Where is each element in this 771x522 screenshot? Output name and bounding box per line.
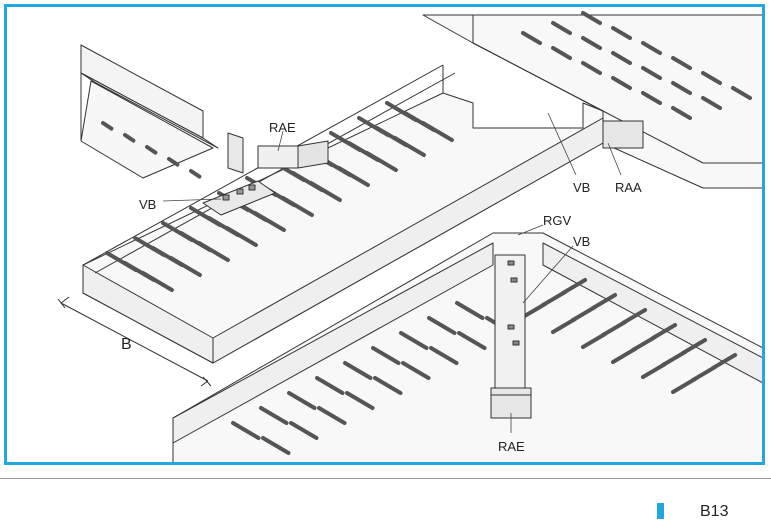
tray-slot <box>399 331 429 350</box>
tray-slot <box>701 96 722 110</box>
tray-slot <box>641 66 662 80</box>
tray-slot <box>581 11 602 25</box>
label-vb-left: VB <box>139 197 157 212</box>
tray-slot <box>641 91 662 105</box>
tray-slot <box>671 377 698 394</box>
page-marker <box>657 503 664 519</box>
rgv-vertical-plate <box>494 254 526 389</box>
tray-slot <box>287 391 317 410</box>
tray-slot <box>611 347 638 364</box>
leader-vb-mid <box>547 112 577 176</box>
tray-slot <box>731 86 752 100</box>
tray-slot <box>521 31 542 45</box>
tray-slot <box>671 106 692 120</box>
tray-slot <box>671 81 692 95</box>
page-number: B13 <box>700 503 729 520</box>
tray-slot <box>551 21 572 35</box>
label-rgv: RGV <box>543 213 572 228</box>
tray-slot <box>701 71 722 85</box>
tray-slot <box>189 169 202 179</box>
tray-slot <box>123 133 136 143</box>
footer-rule <box>0 478 771 479</box>
cable-tray-drawing <box>57 11 762 462</box>
tray-slot <box>315 376 345 395</box>
tray-slot <box>551 317 578 334</box>
tray-slot <box>343 361 373 380</box>
tray-slot <box>289 421 319 440</box>
tray-slot <box>371 346 401 365</box>
label-vb-mid: VB <box>573 180 591 195</box>
tray-slot <box>521 302 548 319</box>
upper-right-tee <box>422 11 762 189</box>
main-tray-upper <box>82 64 604 364</box>
tray-slot <box>671 56 692 70</box>
diagram-frame: RAE VB VB RAA RGV VB RAE B <box>4 4 765 465</box>
tray-slot <box>611 51 632 65</box>
tray-slot <box>455 301 485 320</box>
tray-slot <box>641 41 662 55</box>
tray-slot <box>345 391 375 410</box>
tray-slot <box>581 61 602 75</box>
tray-slot <box>145 145 158 155</box>
label-vb-low: VB <box>573 234 591 249</box>
leader-vb-left <box>162 198 222 202</box>
tray-slot <box>357 116 390 137</box>
tray-slot <box>429 346 459 365</box>
tray-slot <box>581 332 608 349</box>
tray-slot <box>101 121 114 131</box>
tray-slot <box>329 131 362 152</box>
tray-slot <box>581 36 602 50</box>
tray-slot <box>231 421 261 440</box>
rae-joint-plate-lower <box>490 387 532 419</box>
label-width-b: B <box>121 336 132 353</box>
tray-slot <box>105 251 138 272</box>
tray-slot <box>317 406 347 425</box>
tray-slot <box>161 221 194 242</box>
vb-plate-left <box>202 180 276 216</box>
rae-joint-plate-upper <box>227 132 329 174</box>
tray-slot <box>457 331 487 350</box>
leader-rgv <box>517 224 544 236</box>
tray-slot <box>189 206 222 227</box>
tray-slot <box>641 362 668 379</box>
tray-slot <box>611 76 632 90</box>
tray-slot <box>427 316 457 335</box>
tray-slot <box>551 46 572 60</box>
label-rae-top: RAE <box>269 120 296 135</box>
tray-slot <box>167 157 180 167</box>
tray-slot <box>259 406 289 425</box>
tray-slot <box>133 236 166 257</box>
label-raa: RAA <box>615 180 642 195</box>
tray-slot <box>261 436 291 455</box>
tray-slot <box>401 361 431 380</box>
leader-raa <box>607 142 622 176</box>
tray-slot <box>385 101 418 122</box>
dimension-b <box>57 296 212 387</box>
tray-slot <box>373 376 403 395</box>
leader-vb-low <box>522 245 574 304</box>
label-rae-bottom: RAE <box>498 439 525 454</box>
upper-left-tray <box>80 44 219 179</box>
tray-slot <box>611 26 632 40</box>
leader-rae-top <box>277 130 284 152</box>
